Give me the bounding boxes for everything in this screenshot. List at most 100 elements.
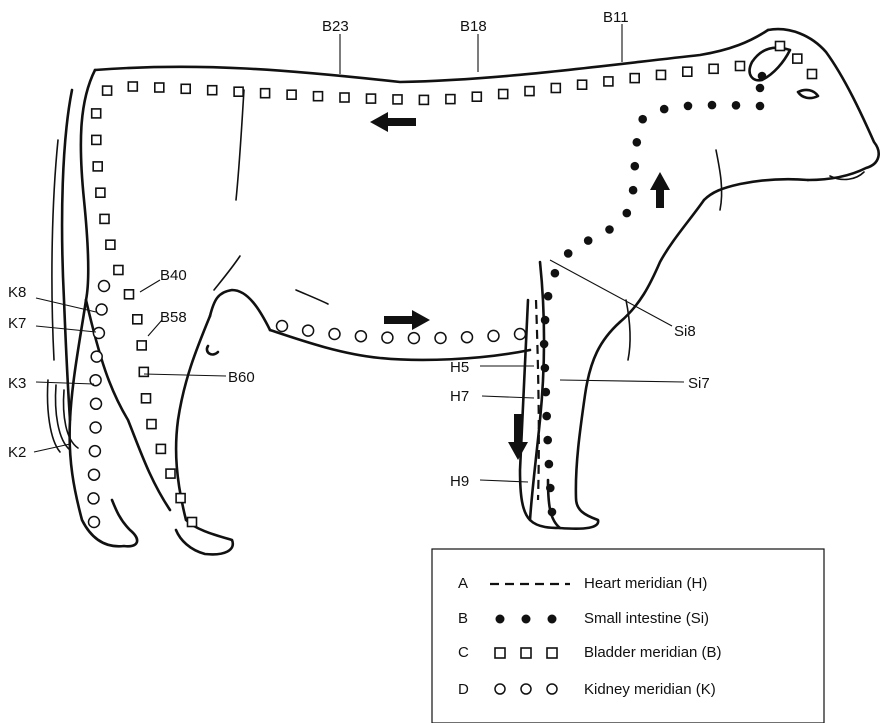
bladder-point [142,394,151,403]
bladder-point [92,109,101,118]
legend-letter-a: A [458,575,468,592]
small-intestine-point [708,101,717,110]
kidney-point [88,493,99,504]
small-intestine-point [541,316,550,325]
bladder-point [551,84,560,93]
small-intestine-point [631,162,640,171]
bladder-point [287,90,296,99]
label-si8: Si8 [674,323,696,340]
bladder-point [155,83,164,92]
label-k2: K2 [8,444,26,461]
kidney-point [515,329,526,340]
legend-circle-marker [521,684,531,694]
small-intestine-point [542,388,551,397]
arrow-left-icon [370,112,416,132]
legend-square-marker [495,648,505,658]
bladder-point [499,90,508,99]
legend-circle-marker [547,684,557,694]
bladder-point [367,94,376,103]
small-intestine-point [758,72,767,81]
small-intestine-point [541,364,550,373]
label-b18: B18 [460,18,487,35]
kidney-point [91,398,102,409]
bladder-point [133,315,142,324]
bladder-point [261,89,270,98]
small-intestine-point [629,186,638,195]
legend-square-marker [521,648,531,658]
bladder-point [578,80,587,89]
bladder-point [100,214,109,223]
kidney-point [99,281,110,292]
small-intestine-point [543,436,552,445]
small-intestine-point [584,236,593,245]
legend-label-bladder: Bladder meridian (B) [584,644,722,661]
bladder-point [657,70,666,79]
label-b60: B60 [228,369,255,386]
small-intestine-point [660,105,669,114]
bladder-point [139,367,148,376]
label-k3: K3 [8,375,26,392]
bladder-point [776,42,785,51]
small-intestine-point [564,249,573,258]
bladder-point [188,518,197,527]
bladder-meridian [92,42,817,527]
kidney-point [408,333,419,344]
bladder-point [630,74,639,83]
legend-label-small-intestine: Small intestine (Si) [584,610,709,627]
kidney-point [462,332,473,343]
bladder-point [683,67,692,76]
small-intestine-point [756,84,765,93]
flow-arrows [370,112,670,460]
kidney-point [435,333,446,344]
legend-label-kidney: Kidney meridian (K) [584,681,716,698]
bladder-point [147,420,156,429]
small-intestine-point [756,102,765,111]
small-intestine-point [732,101,741,110]
bladder-point [92,135,101,144]
small-intestine-point [544,292,553,301]
label-k7: K7 [8,315,26,332]
kidney-point [277,321,288,332]
bladder-point [125,290,134,299]
kidney-point [93,328,104,339]
bladder-point [709,64,718,73]
small-intestine-point [548,508,557,517]
kidney-point [488,330,499,341]
bladder-point [234,87,243,96]
label-b58: B58 [160,309,187,326]
bladder-point [393,95,402,104]
label-b40: B40 [160,267,187,284]
bladder-point [156,444,165,453]
heart-meridian-line [536,300,539,500]
small-intestine-point [546,484,555,493]
small-intestine-point [542,412,551,421]
bladder-point [128,82,137,91]
bladder-point [166,469,175,478]
kidney-point [91,351,102,362]
kidney-point [90,422,101,433]
bladder-point [314,92,323,101]
bladder-point [472,92,481,101]
bladder-point [525,87,534,96]
legend-dot-marker [496,615,505,624]
bladder-point [604,77,613,86]
kidney-point [89,469,100,480]
label-b11: B11 [603,9,629,26]
bladder-point [93,162,102,171]
legend-letter-c: C [458,644,469,661]
legend-square-marker [547,648,557,658]
legend-label-heart: Heart meridian (H) [584,575,707,592]
small-intestine-point [605,225,614,234]
legend-circle-marker [495,684,505,694]
bladder-point [808,70,817,79]
legend-dot-marker [522,615,531,624]
legend-letter-d: D [458,681,469,698]
legend-dot-marker [548,615,557,624]
small-intestine-point [551,269,560,278]
small-intestine-point [684,102,693,111]
legend: A Heart meridian (H) B Small intestine (… [432,549,824,723]
kidney-point [89,446,100,457]
label-h7: H7 [450,388,469,405]
label-k8: K8 [8,284,26,301]
small-intestine-point [633,138,642,147]
